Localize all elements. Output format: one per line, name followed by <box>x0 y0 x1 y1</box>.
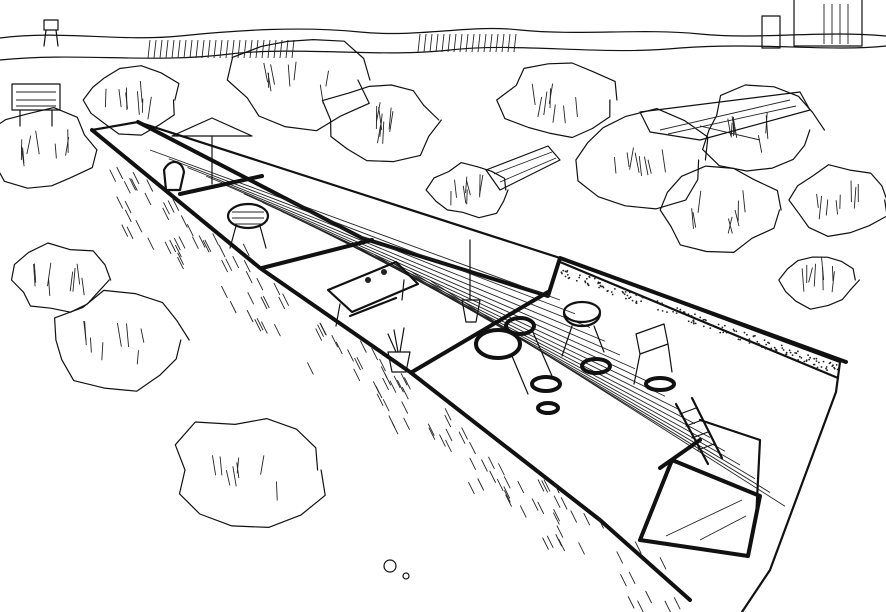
kettle-grill <box>561 300 612 375</box>
planter-gravel <box>560 269 839 372</box>
picnic-table <box>326 260 420 327</box>
ladder <box>674 396 724 466</box>
skyline-building-right <box>761 0 863 49</box>
potted-plant-left <box>387 327 411 373</box>
chair-right <box>633 323 676 392</box>
ground-pebbles <box>383 559 410 580</box>
water-tower <box>43 19 59 47</box>
building-wall <box>109 166 681 612</box>
roof-hatch <box>638 418 762 558</box>
person-seated <box>162 160 186 192</box>
hill-hatching <box>147 33 517 59</box>
parasol <box>171 117 253 185</box>
round-grill <box>226 202 270 249</box>
distant-hills <box>0 27 886 61</box>
potted-plant-center <box>461 239 481 323</box>
bistro-chairs <box>474 316 562 415</box>
roof-deck <box>90 120 848 612</box>
deck-boards <box>149 149 786 507</box>
neighbour-roof-right <box>485 91 811 191</box>
